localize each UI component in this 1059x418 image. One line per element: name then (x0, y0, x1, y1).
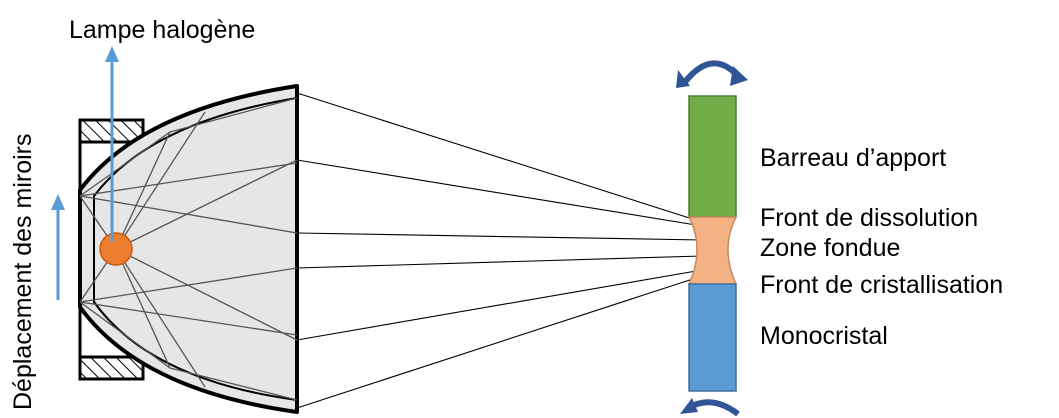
halogen-lamp-icon (99, 232, 133, 266)
mirror-motion-label: Déplacement des miroirs (9, 134, 37, 411)
feed-rod (688, 95, 737, 218)
lamp-pointer-arrow (105, 46, 119, 242)
molten-zone (687, 216, 738, 285)
molten-zone-label: Zone fondue (760, 234, 900, 262)
single-crystal-label: Monocristal (760, 322, 888, 350)
reflected-rays (79, 97, 298, 401)
crystallization-front-label: Front de cristallisation (760, 271, 1003, 299)
focusing-rays (296, 92, 703, 409)
dissolution-front-label: Front de dissolution (760, 204, 978, 232)
ellipsoidal-mirror (78, 84, 299, 414)
crystal-rod (687, 95, 738, 392)
lamp-label: Lampe halogène (69, 16, 255, 44)
mirror-motion-arrow (51, 194, 65, 300)
rotation-arrow-bottom-icon (680, 398, 740, 417)
feed-rod-label: Barreau d’apport (760, 144, 946, 172)
single-crystal (688, 283, 737, 392)
rotation-arrow-top-icon (676, 60, 748, 88)
